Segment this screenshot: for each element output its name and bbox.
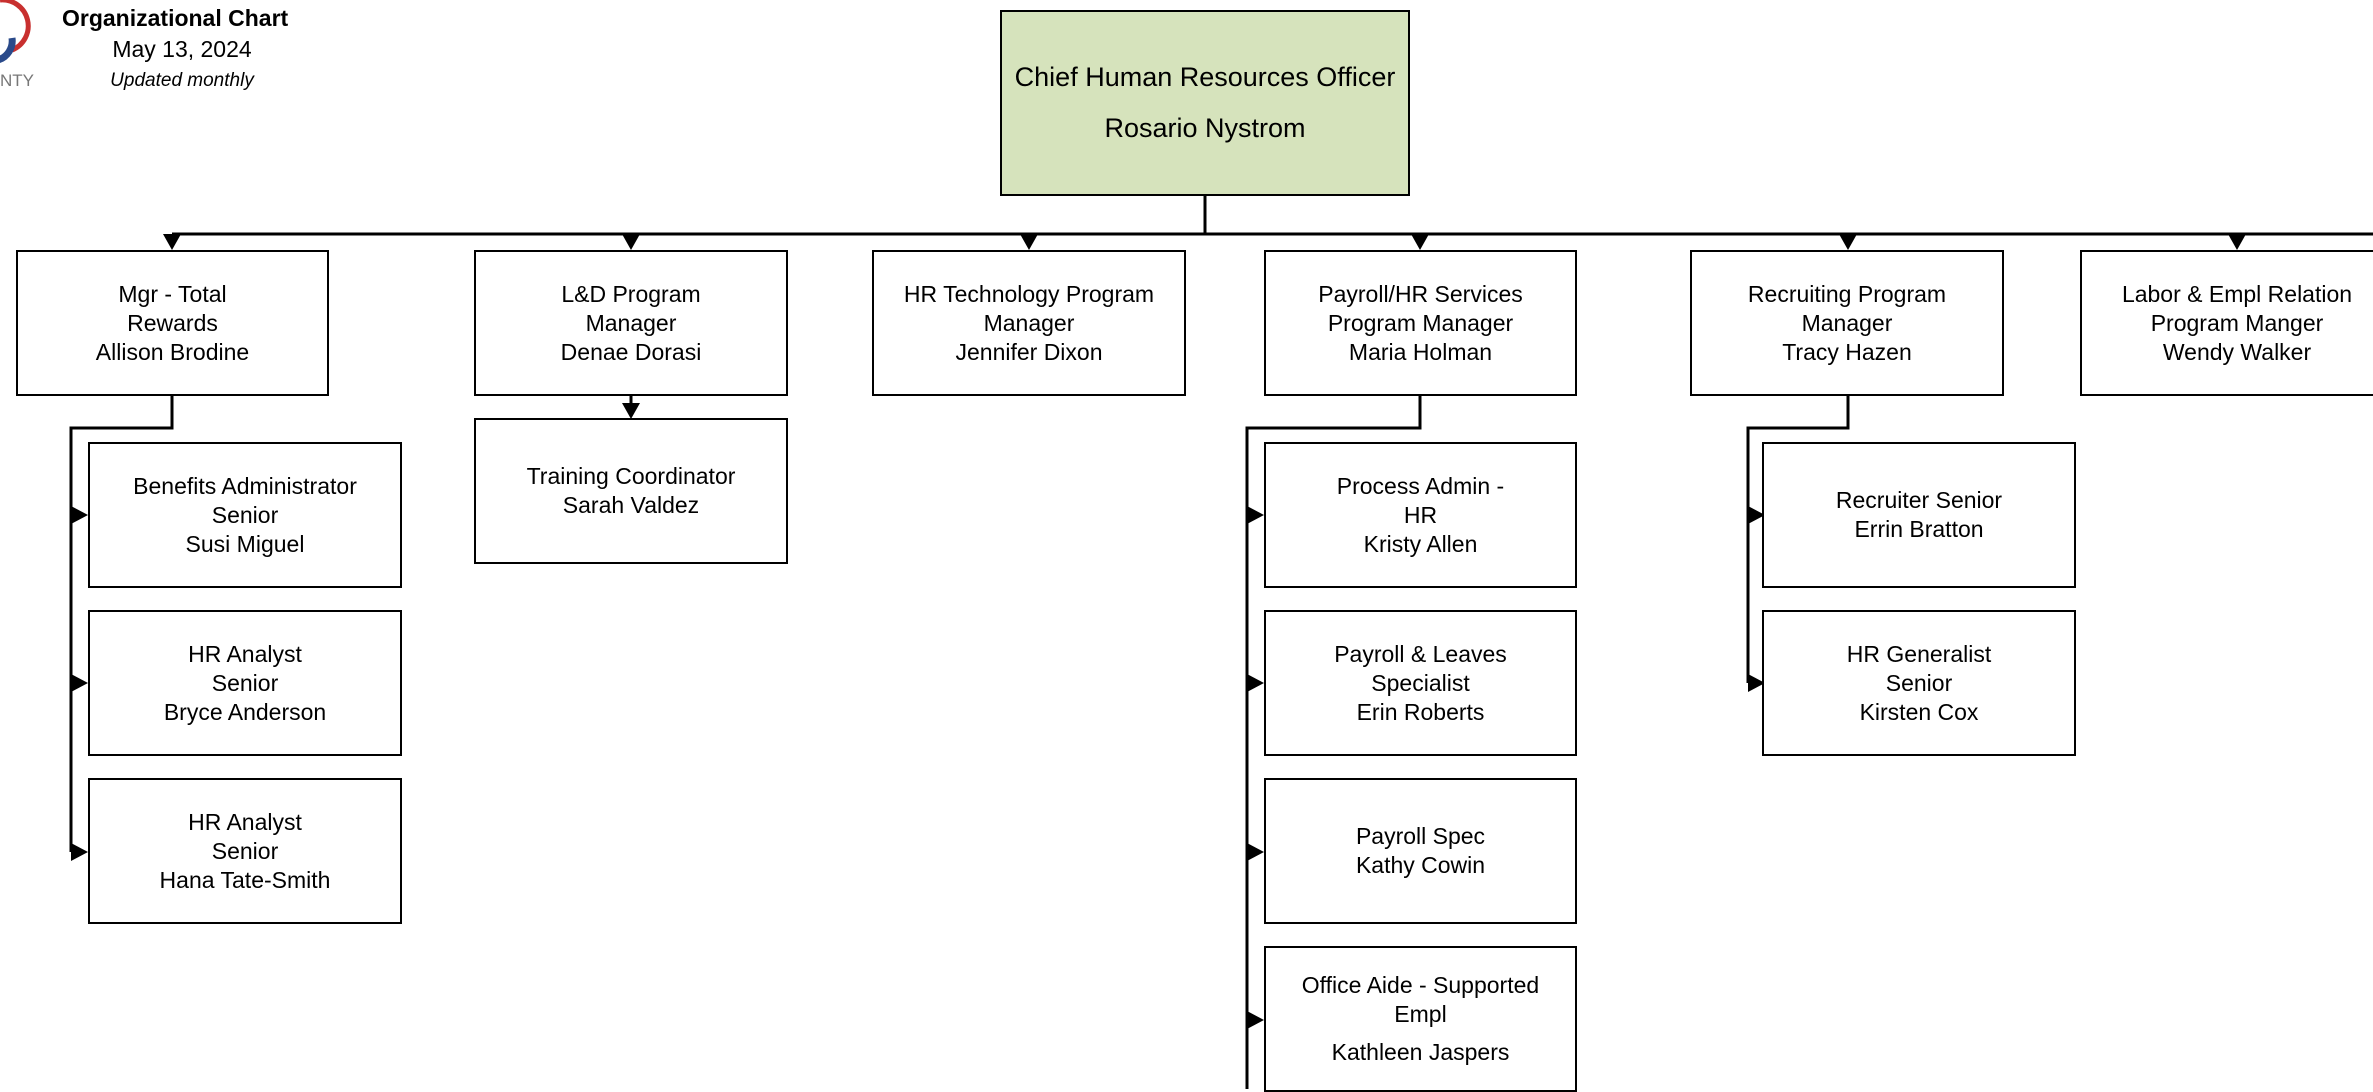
report-line: Recruiter Senior: [1835, 487, 2003, 513]
manager-title: Mgr - Total: [118, 280, 227, 307]
report-line: HR: [1403, 501, 1438, 528]
manager-name: Jennifer Dixon: [955, 338, 1103, 365]
report-line: Payroll Spec: [1355, 823, 1486, 849]
report-node[interactable]: Process Admin - HR Kristy Allen: [1264, 442, 1577, 588]
report-line: Sarah Valdez: [562, 492, 700, 518]
report-name: Kathleen Jaspers: [1331, 1039, 1510, 1065]
report-line: Kathy Cowin: [1355, 852, 1486, 878]
root-node[interactable]: Chief Human Resources Officer Rosario Ny…: [1000, 10, 1410, 196]
manager-name: Tracy Hazen: [1782, 338, 1912, 365]
manager-node[interactable]: Mgr - Total Rewards Allison Brodine: [16, 250, 329, 396]
report-node[interactable]: Recruiter Senior Errin Bratton: [1762, 442, 2076, 588]
manager-title: Manager: [1801, 309, 1893, 336]
svg-text:NTY: NTY: [0, 71, 34, 90]
manager-title: Rewards: [127, 309, 218, 336]
report-line: Benefits Administrator: [133, 472, 357, 499]
report-line: Empl: [1394, 1001, 1447, 1027]
manager-node[interactable]: Recruiting Program Manager Tracy Hazen: [1690, 250, 2004, 396]
manager-node[interactable]: L&D Program Manager Denae Dorasi: [474, 250, 788, 396]
report-line: Training Coordinator: [526, 463, 736, 489]
chart-date: May 13, 2024: [112, 36, 252, 62]
report-line: Senior: [1885, 669, 1953, 696]
report-line: Erin Roberts: [1356, 698, 1485, 725]
manager-node[interactable]: Payroll/HR Services Program Manager Mari…: [1264, 250, 1577, 396]
manager-title: Manager: [983, 309, 1075, 336]
report-line: Senior: [211, 501, 279, 528]
manager-title: Program Manager: [1327, 309, 1514, 336]
report-line: HR Generalist: [1846, 640, 1992, 667]
report-node[interactable]: Benefits Administrator Senior Susi Migue…: [88, 442, 402, 588]
report-line: Payroll & Leaves: [1334, 640, 1507, 667]
report-line: HR Analyst: [188, 808, 302, 835]
manager-node[interactable]: HR Technology Program Manager Jennifer D…: [872, 250, 1186, 396]
report-node[interactable]: HR Generalist Senior Kirsten Cox: [1762, 610, 2076, 756]
report-line: HR Analyst: [188, 640, 302, 667]
report-line: Senior: [211, 669, 279, 696]
manager-title: Manager: [585, 309, 677, 336]
report-line: Senior: [211, 837, 279, 864]
report-line: Process Admin -: [1336, 472, 1505, 499]
report-node[interactable]: Payroll Spec Kathy Cowin: [1264, 778, 1577, 924]
manager-name: Wendy Walker: [2162, 338, 2312, 365]
manager-title: Recruiting Program: [1747, 280, 1947, 307]
county-logo: NTY: [0, 0, 60, 100]
update-note: Updated monthly: [110, 70, 254, 91]
manager-title: Payroll/HR Services: [1318, 280, 1523, 307]
report-line: Kristy Allen: [1363, 530, 1478, 557]
report-line: Errin Bratton: [1854, 516, 1984, 542]
report-node[interactable]: HR Analyst Senior Bryce Anderson: [88, 610, 402, 756]
report-node[interactable]: Payroll & Leaves Specialist Erin Roberts: [1264, 610, 1577, 756]
root-title: Chief Human Resources Officer: [1014, 62, 1396, 92]
chart-title: Organizational Chart: [62, 5, 289, 31]
manager-title: Program Manger: [2150, 309, 2324, 336]
report-node[interactable]: HR Analyst Senior Hana Tate-Smith: [88, 778, 402, 924]
manager-title: L&D Program: [561, 280, 701, 307]
report-line: Kirsten Cox: [1859, 698, 1979, 725]
report-line: Specialist: [1371, 669, 1470, 696]
report-line: Office Aide - Supported: [1301, 972, 1540, 998]
manager-node[interactable]: Labor & Empl Relation Program Manger Wen…: [2080, 250, 2373, 396]
report-line: Bryce Anderson: [163, 698, 327, 725]
manager-name: Denae Dorasi: [560, 338, 702, 365]
report-node[interactable]: Training Coordinator Sarah Valdez: [474, 418, 788, 564]
root-name: Rosario Nystrom: [1104, 113, 1306, 143]
manager-title: Labor & Empl Relation: [2121, 280, 2353, 307]
report-node[interactable]: Office Aide - Supported Empl Kathleen Ja…: [1264, 946, 1577, 1092]
report-line: Susi Miguel: [185, 530, 305, 557]
report-line: Hana Tate-Smith: [159, 866, 331, 893]
manager-name: Allison Brodine: [95, 338, 250, 365]
manager-title: HR Technology Program: [903, 280, 1155, 307]
manager-name: Maria Holman: [1348, 338, 1493, 365]
